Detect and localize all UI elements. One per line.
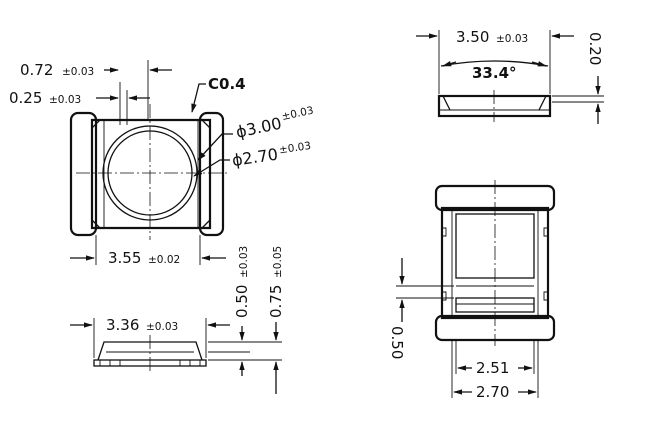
- top-width-tol: ±0.03: [496, 33, 528, 45]
- label-top-width: 3.50 ±0.03: [456, 28, 528, 46]
- inner-dia-tol: ±0.03: [278, 140, 312, 156]
- label-height-a: 0.50 ±0.03: [233, 246, 251, 318]
- gap-label: 0.50: [388, 326, 406, 359]
- pad-width-tol: ±0.03: [62, 66, 94, 78]
- label-pad-offset: 0.25 ±0.03: [9, 89, 81, 107]
- label-outer-dia: ϕ3.00 ±0.03: [234, 105, 315, 142]
- height-a-value: 0.50: [233, 285, 251, 318]
- label-inner-dia: ϕ2.70 ±0.03: [231, 140, 312, 170]
- inner-dia-value: ϕ2.70: [231, 145, 279, 170]
- bottom-view: [396, 180, 556, 398]
- pad-width-value: 0.72: [20, 61, 53, 79]
- chamfer-label: C0.4: [208, 75, 246, 93]
- top-view: [69, 60, 233, 265]
- outer-dia-tol: ±0.03: [281, 105, 315, 123]
- side-view-left: [70, 318, 282, 394]
- body-length-value: 3.55: [108, 249, 141, 267]
- outer-width-label: 2.70: [476, 383, 509, 401]
- body-width-tol: ±0.03: [146, 321, 178, 333]
- body-length-tol: ±0.02: [148, 254, 180, 266]
- pad-offset-value: 0.25: [9, 89, 42, 107]
- angle-label: 33.4°: [472, 64, 517, 82]
- outer-dia-value: ϕ3.00: [234, 114, 283, 142]
- body-width-value: 3.36: [106, 316, 139, 334]
- label-pad-width: 0.72 ±0.03: [20, 61, 94, 79]
- pad-offset-tol: ±0.03: [49, 94, 81, 106]
- inner-width-label: 2.51: [476, 359, 509, 377]
- height-b-value: 0.75: [267, 285, 285, 318]
- rim-label: 0.20: [586, 32, 604, 65]
- height-b-tol: ±0.05: [272, 246, 284, 278]
- label-body-width: 3.36 ±0.03: [106, 316, 178, 334]
- label-body-length: 3.55 ±0.02: [108, 249, 180, 267]
- label-height-b: 0.75 ±0.05: [267, 246, 285, 318]
- front-section: [416, 30, 604, 124]
- height-a-tol: ±0.03: [238, 246, 250, 278]
- top-width-value: 3.50: [456, 28, 489, 46]
